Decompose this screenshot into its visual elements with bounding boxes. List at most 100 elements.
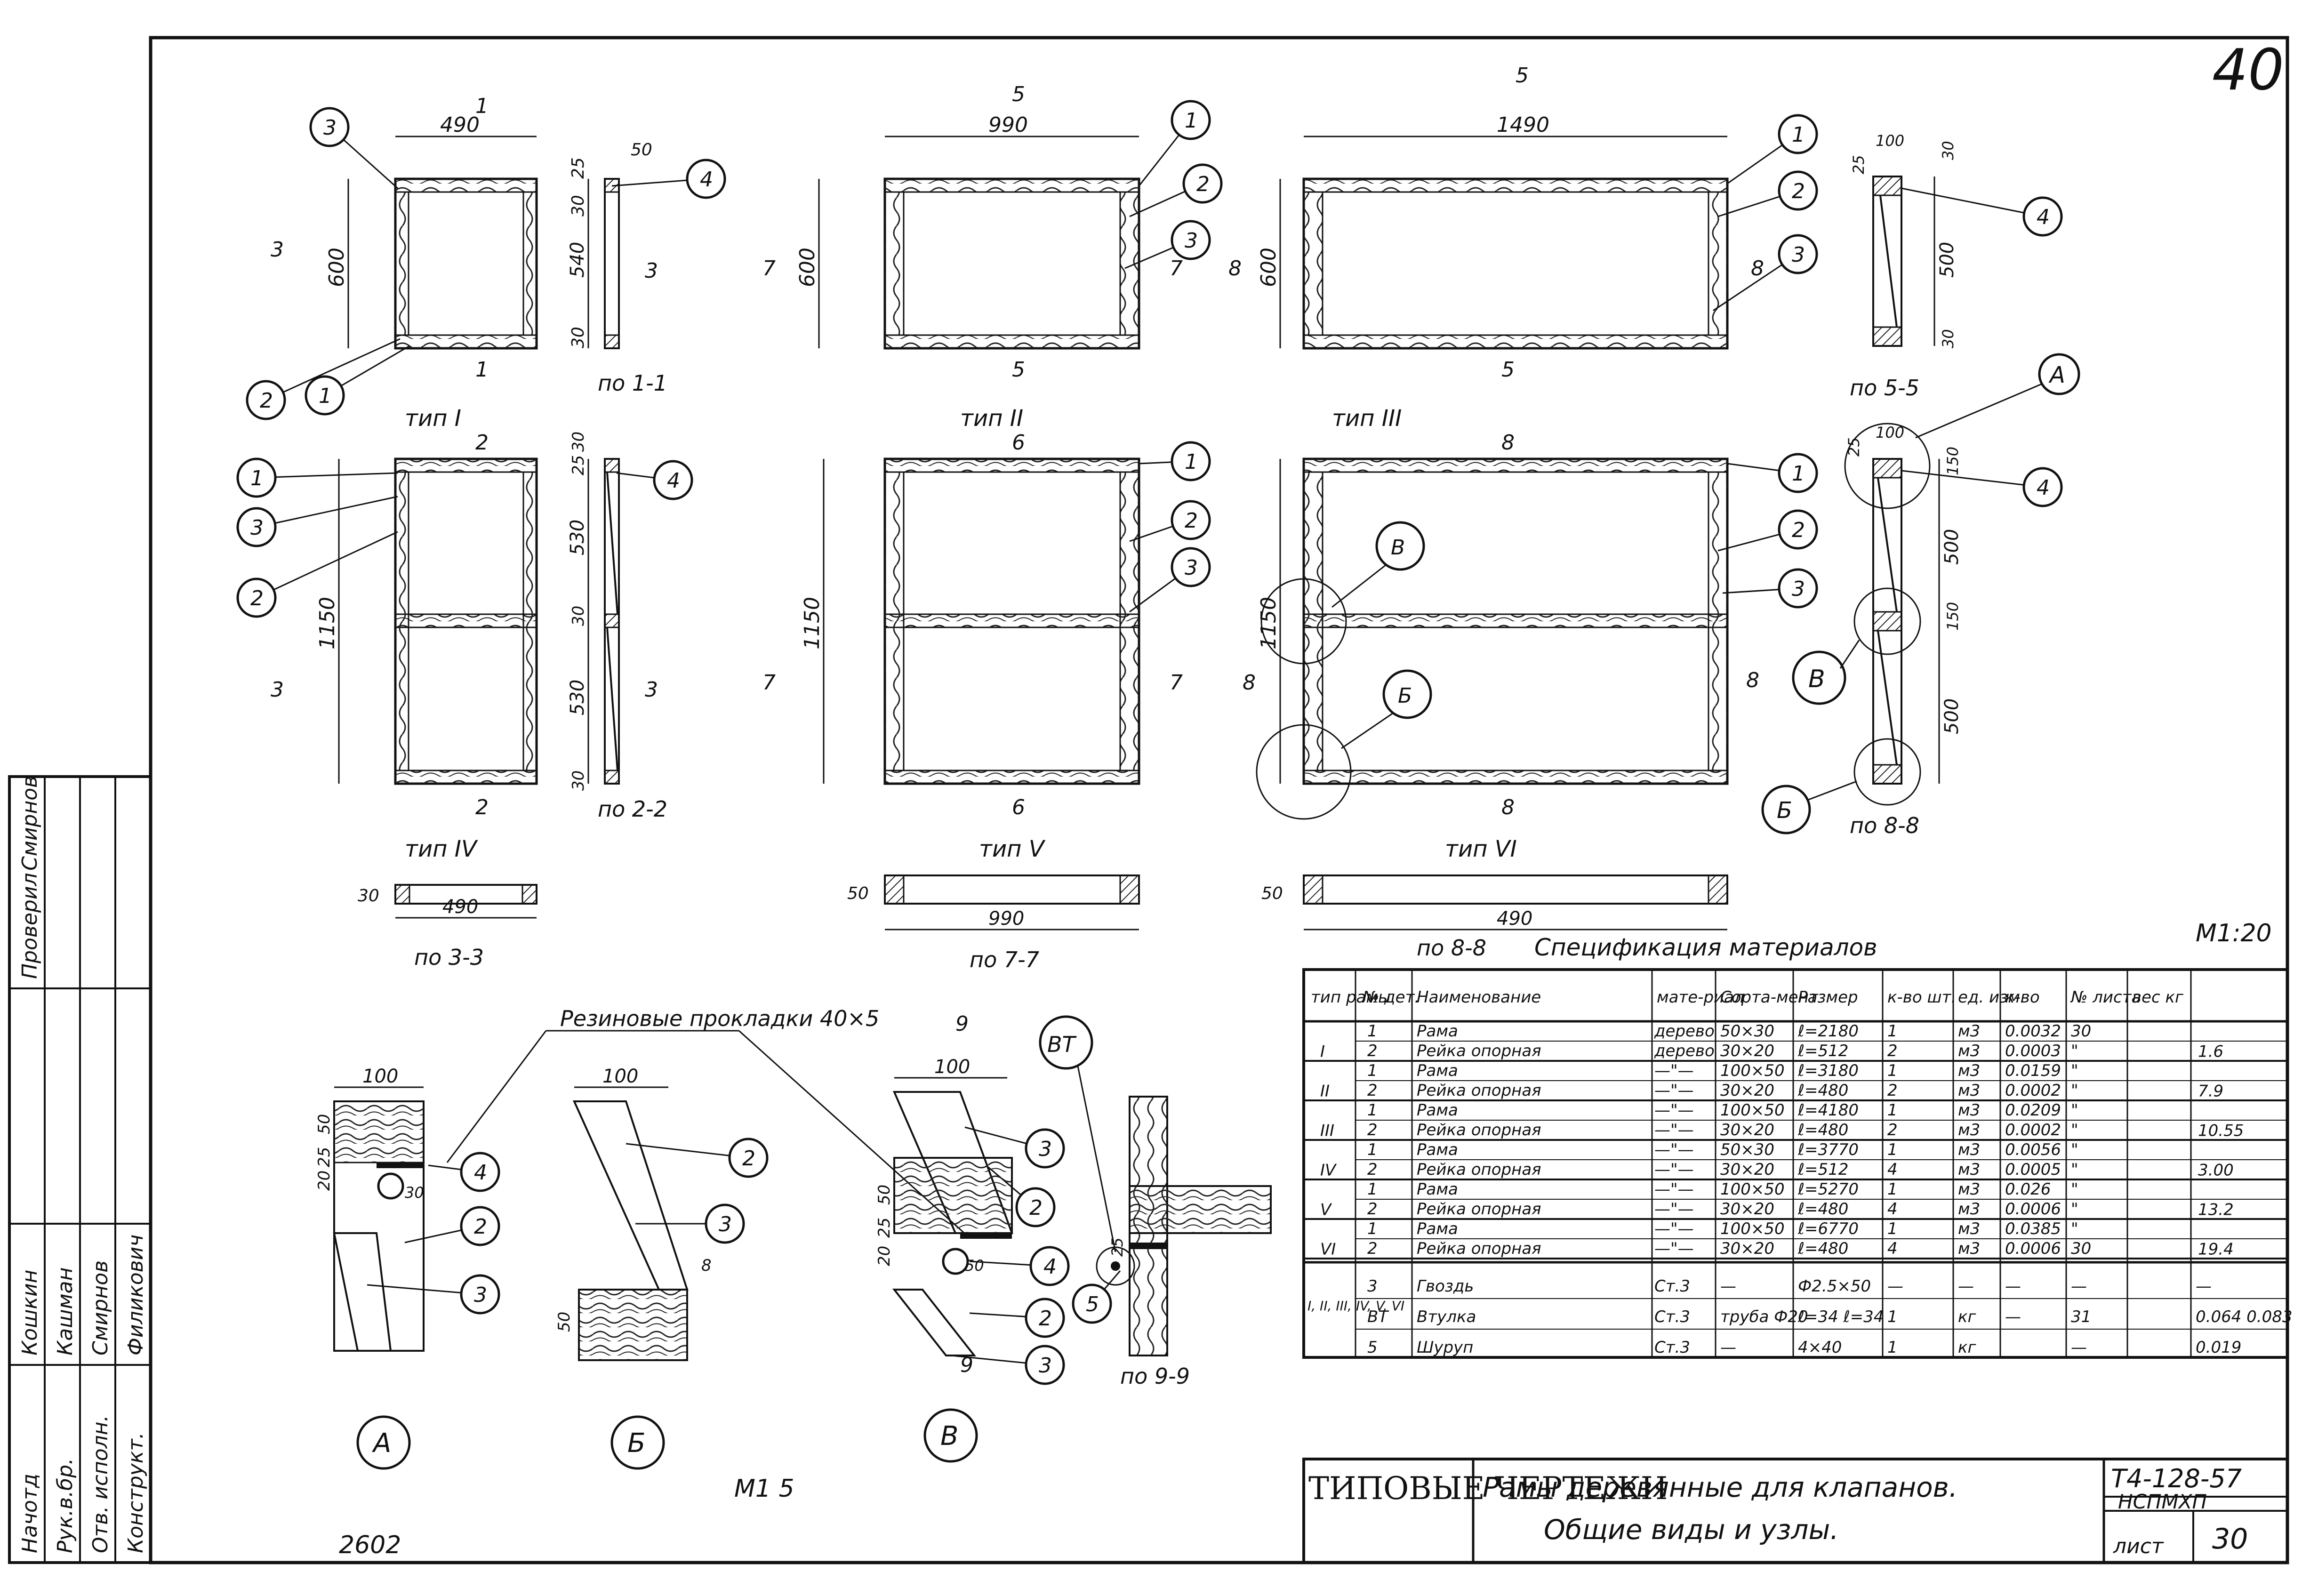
section-5-5: 100 25 30 500 30 (1850, 132, 1958, 348)
dim-s88-150b: 150 (1944, 602, 1962, 631)
spec-cell: м3 (1958, 1219, 1980, 1238)
cut-mark: 8 (1243, 671, 1256, 695)
callout-27: 3 (635, 1203, 745, 1244)
callout-number: 2 (474, 1215, 487, 1239)
spec-cell: ℓ=480 (1797, 1239, 1848, 1258)
spec-cell: " (2071, 1042, 2078, 1060)
callout-28: 3 (964, 1126, 1065, 1169)
frame-type-6: 1150 (1256, 457, 1729, 820)
spec-cell: м3 (1958, 1081, 1980, 1100)
spec-cell: 13.2 (2198, 1201, 2234, 1219)
spec-header: № дет. (1362, 988, 1420, 1007)
callout-3: 2 (246, 338, 401, 420)
callout-number: 3 (1039, 1137, 1052, 1161)
drawing-title-1: Рамы деревянные для клапанов. (1483, 1471, 1957, 1503)
cut-mark: 8 (1228, 257, 1242, 281)
spec-cell: —"— (1654, 1200, 1694, 1219)
spec-cell: 0.0056 (2005, 1140, 2061, 1159)
section-9-9: 25 ВТ (1039, 1015, 1272, 1356)
spec-cell: ℓ=480 (1797, 1121, 1848, 1139)
dim-s88-25: 25 (1845, 437, 1863, 457)
node-V-dim-25: 25 (875, 1218, 894, 1238)
callout-number: 3 (1792, 577, 1805, 601)
spec-cell: Рама (1417, 1219, 1458, 1238)
sig-role-3: Конструкт. (124, 1432, 148, 1553)
spec-cell: 2 (1367, 1081, 1378, 1100)
spec-cell: ℓ=512 (1797, 1160, 1848, 1179)
spec-cell: Рейка опорная (1417, 1042, 1541, 1060)
node-A-dim-50: 50 (315, 1114, 334, 1134)
spec-cell: 2 (1367, 1121, 1378, 1139)
callout-9: 2 (1717, 170, 1818, 217)
callout-24: 2 (404, 1206, 500, 1246)
cut-mark: 3 (271, 238, 284, 262)
node-V-detail: 100 50 25 20 50 (875, 1056, 1013, 1356)
spec-cell: —"— (1654, 1061, 1694, 1080)
spec-cell: 1 (1887, 1101, 1898, 1120)
callout-number: 2 (1185, 509, 1198, 533)
cut-mark: 8 (1501, 431, 1515, 455)
callout-2: 4 (611, 159, 726, 199)
hardware-cell: Шуруп (1417, 1338, 1473, 1357)
spec-cell: Рама (1417, 1022, 1458, 1041)
spec-header: к-во шт. (1887, 988, 1956, 1007)
dim-s33-490: 490 (442, 896, 478, 918)
node-V-dim-50b: 50 (965, 1257, 984, 1275)
callout-1: 3 (309, 107, 399, 189)
node-ref-B-right: Б (1761, 780, 1857, 834)
spec-cell: 50×30 (1720, 1140, 1774, 1159)
hardware-cell: Ст.3 (1654, 1307, 1690, 1326)
spec-cell: 30 (2071, 1239, 2091, 1258)
spec-cell: ℓ=4180 (1797, 1101, 1859, 1120)
sig-role-2: Отв. исполн. (88, 1415, 112, 1553)
dim-s88-500a: 500 (1941, 529, 1963, 565)
dim-t1-50: 50 (631, 140, 652, 160)
cut-mark: 1 (475, 358, 489, 382)
callout-8: 1 (1727, 114, 1818, 184)
sig-name-3: Филикович (124, 1235, 148, 1355)
callout-number: 4 (1043, 1255, 1057, 1279)
spec-cell: V (1320, 1201, 1332, 1219)
type-label-4: тип IV (405, 836, 478, 862)
scale-main: М1:20 (2196, 919, 2272, 947)
dim-s88-100: 100 (1876, 424, 1904, 441)
page-number: 40 (2212, 38, 2284, 103)
type-label-2: тип II (960, 405, 1023, 432)
cut-mark: 5 (1012, 358, 1025, 382)
callout-number: 2 (260, 389, 273, 413)
spec-cell: IV (1320, 1161, 1337, 1180)
node-ref-V-right: В (1792, 640, 1860, 705)
dim-t4-30c: 30 (569, 770, 588, 791)
spec-cell: 2 (1367, 1160, 1378, 1179)
dim-t1-width: 490 (440, 113, 480, 137)
sig-role-0: Начотд (18, 1474, 42, 1553)
spec-cell: 1 (1887, 1140, 1898, 1159)
spec-cell: 0.0385 (2005, 1219, 2061, 1238)
callout-number: 2 (1039, 1307, 1052, 1331)
spec-cell: 30×20 (1720, 1200, 1774, 1219)
callout-16: 1 (1139, 441, 1211, 481)
hardware-cell: труба Ф20 (1720, 1307, 1808, 1326)
spec-cell: ℓ=6770 (1797, 1219, 1859, 1238)
spec-cell: " (2071, 1101, 2078, 1120)
spec-cell: 0.0006 (2005, 1239, 2061, 1258)
callout-17: 2 (1129, 500, 1211, 542)
section-label-3-3: по 3-3 (414, 945, 484, 970)
cut-mark: 3 (645, 259, 658, 283)
spec-cell: Рейка опорная (1417, 1081, 1541, 1100)
vt-label: ВТ (1047, 1032, 1077, 1057)
section-7-7: 50 990 (847, 874, 1140, 930)
section-label-2-2: по 2-2 (598, 796, 667, 822)
node-ref-B-left-label: Б (1398, 684, 1412, 708)
callout-number: 4 (667, 469, 680, 493)
hardware-cell: — (2071, 1277, 2087, 1296)
title-block: ТИПОВЫЕ ЧЕРТЕЖИ Рамы деревянные для клап… (1302, 1458, 2289, 1564)
frame-type-4: 1150 (315, 457, 538, 785)
spec-cell: Рейка опорная (1417, 1239, 1541, 1258)
spec-cell: I (1320, 1043, 1325, 1061)
spec-cell: 2 (1367, 1239, 1378, 1258)
callout-7: 3 (1124, 220, 1211, 269)
spec-cell: 7.9 (2198, 1082, 2223, 1101)
spec-cell: ℓ=2180 (1797, 1022, 1859, 1041)
